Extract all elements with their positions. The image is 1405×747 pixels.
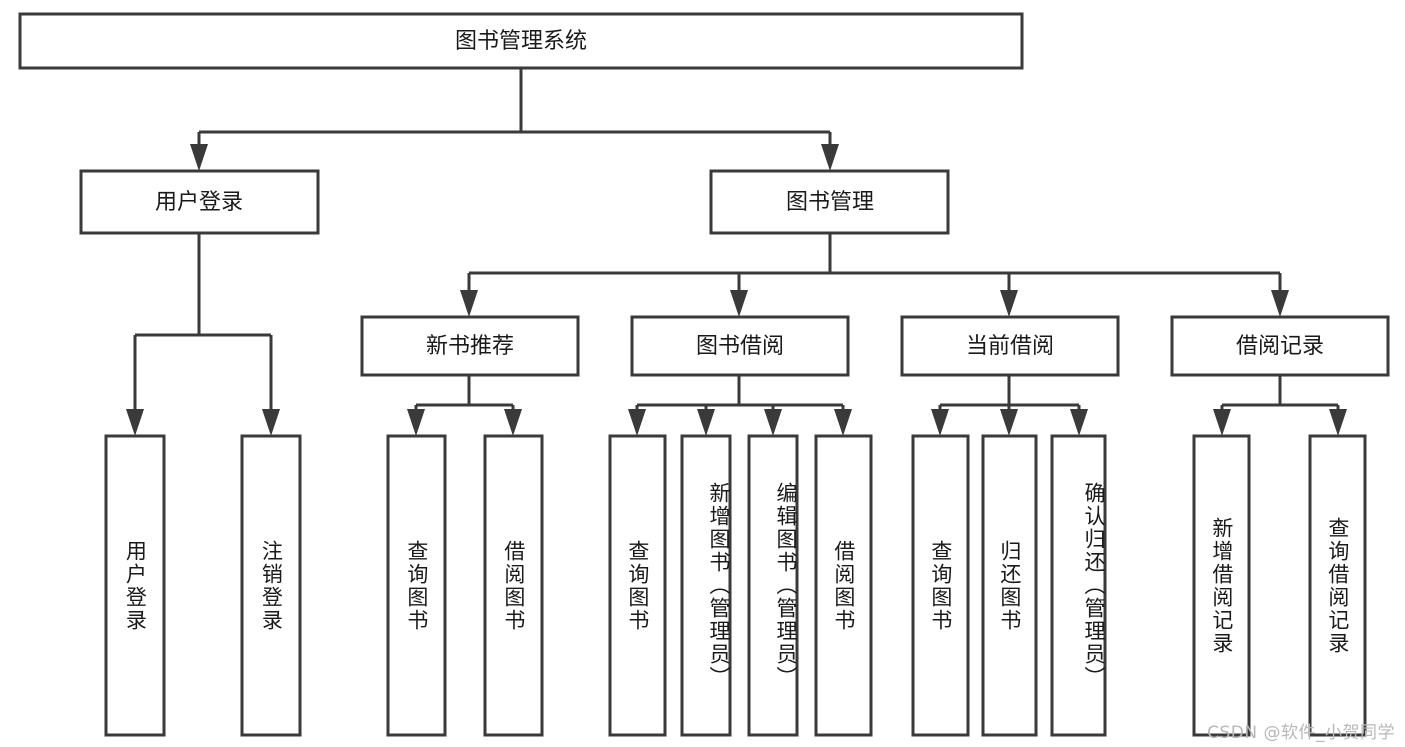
connector-group-user-login [126, 233, 280, 436]
node-current-borrow-box[interactable] [900, 315, 1120, 377]
arrowhead-user-login [190, 144, 208, 171]
node-leaf-logout-box[interactable] [240, 434, 302, 737]
connector-group-book-borrow [628, 375, 852, 436]
node-borrow-record-label: 借阅记录 [1236, 334, 1324, 359]
connector-group-borrow-record [1213, 375, 1347, 436]
watermark-text: CSDN @软件_小贺同学 [1207, 723, 1395, 743]
arrowhead-bb-leaf-4 [834, 409, 852, 436]
node-leaf-br-add-record-box[interactable] [1192, 434, 1251, 737]
node-user-login-label: 用户登录 [155, 190, 243, 215]
node-root-label: 图书管理系统 [455, 29, 587, 54]
node-leaf-nbr-borrow-book-box[interactable] [483, 434, 544, 737]
arrowhead-bb-leaf-2 [697, 409, 715, 436]
arrowhead-new-book-recommend [460, 290, 478, 317]
node-book-borrow-label: 图书借阅 [696, 334, 784, 359]
arrowhead-leaf-user-login [126, 409, 144, 436]
node-book-borrow-box[interactable] [630, 315, 850, 377]
node-current-borrow-label: 当前借阅 [966, 334, 1054, 359]
node-leaf-br-query-record-box[interactable] [1308, 434, 1367, 737]
node-book-mgmt-box[interactable] [709, 169, 950, 235]
node-leaf-bb-edit-book-box[interactable] [747, 434, 799, 737]
arrowhead-borrow-record [1271, 290, 1289, 317]
arrowhead-leaf-logout [262, 409, 280, 436]
arrowhead-nbr-leaf-1 [407, 409, 425, 436]
node-leaf-bb-add-book-box[interactable] [680, 434, 732, 737]
node-leaf-cb-query-book-box[interactable] [911, 434, 970, 737]
arrowhead-nbr-leaf-2 [504, 409, 522, 436]
arrowhead-cb-leaf-2 [1000, 409, 1018, 436]
connector-group-new-book-recommend [407, 375, 522, 436]
node-leaf-bb-borrow-book-box[interactable] [814, 434, 873, 737]
arrowhead-bb-leaf-3 [764, 409, 782, 436]
arrowhead-br-leaf-1 [1213, 409, 1231, 436]
node-leaf-user-login-box[interactable] [104, 434, 166, 737]
arrowhead-book-borrow [730, 290, 748, 317]
node-new-book-recommend-label: 新书推荐 [426, 334, 514, 359]
node-book-mgmt-label: 图书管理 [786, 190, 874, 215]
arrowhead-bb-leaf-1 [628, 409, 646, 436]
node-leaf-nbr-query-book-box[interactable] [386, 434, 447, 737]
arrowhead-br-leaf-2 [1329, 409, 1347, 436]
node-leaf-cb-return-book-box[interactable] [981, 434, 1038, 737]
arrowhead-book-mgmt [821, 144, 839, 171]
connector-group-current-borrow [931, 375, 1088, 436]
arrowhead-cb-leaf-3 [1070, 409, 1088, 436]
node-leaf-cb-confirm-return-box[interactable] [1050, 434, 1107, 737]
arrowhead-cb-leaf-1 [931, 409, 949, 436]
node-user-login-box[interactable] [79, 169, 320, 235]
node-borrow-record-box[interactable] [1170, 315, 1390, 377]
node-root-box[interactable] [18, 12, 1024, 70]
node-new-book-recommend-box[interactable] [360, 315, 580, 377]
arrowhead-current-borrow [1000, 290, 1018, 317]
node-leaf-bb-query-book-box[interactable] [608, 434, 667, 737]
connector-group-root [190, 68, 839, 171]
connector-group-book-mgmt [460, 233, 1289, 317]
